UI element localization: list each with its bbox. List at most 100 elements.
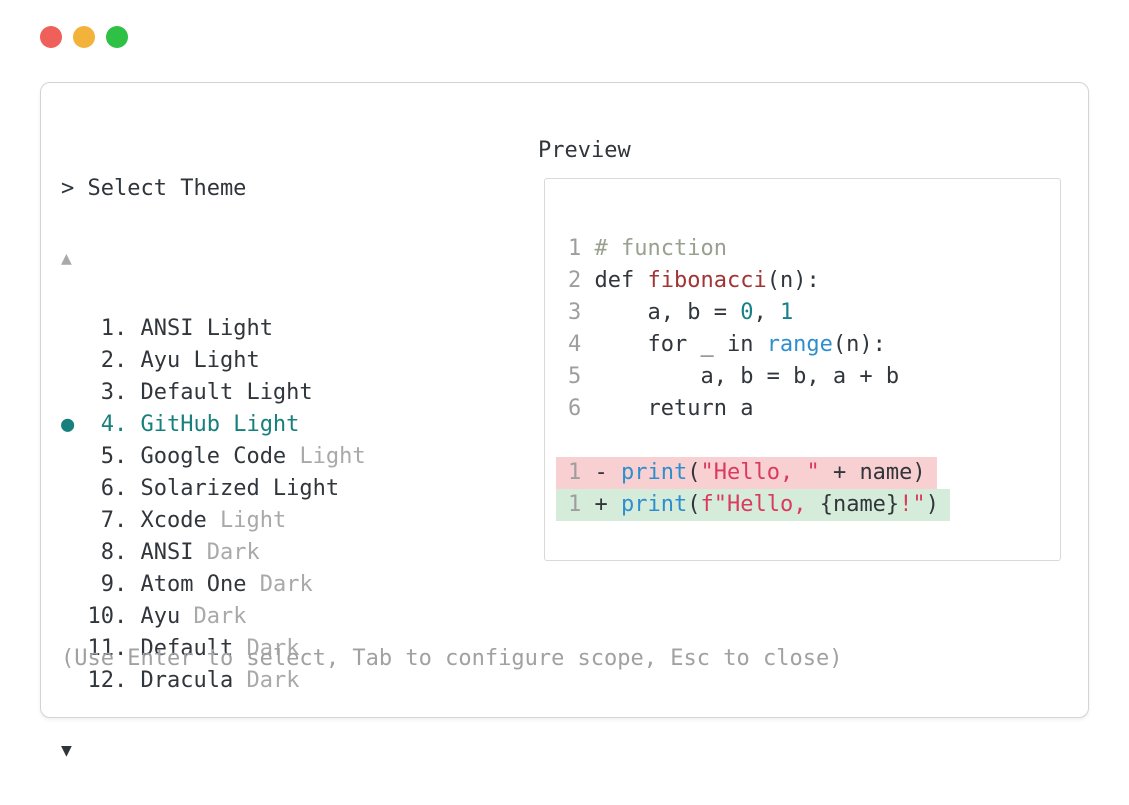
code-token: fibonacci — [647, 268, 767, 293]
code-token: (n): — [832, 332, 886, 357]
code-token: 1 — [568, 492, 595, 517]
theme-item-label: ANSI Light — [140, 316, 273, 341]
theme-list-item[interactable]: 11. Default Dark — [61, 633, 366, 665]
theme-list-item[interactable]: 2. Ayu Light — [61, 345, 366, 377]
code-line: 3 a, b = 0, 1 — [568, 297, 950, 329]
code-line: 4 for _ in range(n): — [568, 329, 950, 361]
keyboard-hint: (Use Enter to select, Tab to configure s… — [61, 646, 843, 671]
theme-list-item[interactable]: 6. Solarized Light — [61, 473, 366, 505]
theme-item-label: Default Light — [140, 380, 313, 405]
selected-bullet-icon: ● — [61, 412, 75, 437]
code-token: 6 — [568, 396, 595, 421]
scroll-down-icon[interactable]: ▼ — [61, 740, 72, 761]
code-token: 2 — [568, 268, 595, 293]
theme-item-number: 10. — [61, 604, 141, 629]
theme-list: 1. ANSI Light 2. Ayu Light 3. Default Li… — [61, 313, 366, 697]
code-line: 2 def fibonacci(n): — [568, 265, 950, 297]
theme-item-label: Dracula — [140, 668, 247, 693]
code-token: ( — [687, 492, 701, 517]
code-token: - — [594, 460, 621, 485]
theme-item-label: Light — [219, 508, 287, 533]
code-token: 4 — [568, 332, 595, 357]
theme-item-number: 6. — [61, 476, 141, 501]
theme-item-label: Xcode — [140, 508, 220, 533]
theme-item-label: Ayu Light — [140, 348, 260, 373]
code-token: !" — [899, 492, 926, 517]
theme-item-label: ANSI — [140, 540, 207, 565]
theme-list-item[interactable]: ● 4. GitHub Light — [61, 409, 366, 441]
code-line: 5 a, b = b, a + b — [568, 361, 950, 393]
theme-list-item[interactable]: 1. ANSI Light — [61, 313, 366, 345]
diff-highlight: 1 + print(f"Hello, {name}!") — [556, 489, 950, 521]
theme-item-label: GitHub Light — [140, 412, 300, 437]
code-token: 0 — [740, 300, 754, 325]
theme-item-number: 5. — [61, 444, 141, 469]
theme-list-item[interactable]: 9. Atom One Dark — [61, 569, 366, 601]
code-token: 5 — [568, 364, 595, 389]
theme-item-label: Dark — [246, 668, 300, 693]
code-token: 3 — [568, 300, 595, 325]
code-token: def — [594, 268, 648, 293]
code-token: + — [594, 492, 621, 517]
scroll-up-icon[interactable]: ▲ — [61, 248, 72, 269]
code-token: 1 — [779, 300, 794, 325]
diff-line-added: 1 + print(f"Hello, {name}!") — [556, 489, 950, 521]
select-theme-title: > Select Theme — [61, 176, 247, 201]
theme-list-item[interactable]: 10. Ayu Dark — [61, 601, 366, 633]
theme-item-label: Light — [299, 444, 366, 469]
close-button[interactable] — [40, 26, 62, 48]
theme-item-label: Google Code — [140, 444, 300, 469]
theme-item-number: 4. — [74, 412, 141, 437]
theme-item-label: Dark — [259, 572, 313, 597]
theme-picker-window: > Select Theme ▲ 1. ANSI Light 2. Ayu Li… — [40, 82, 1089, 761]
code-token: 1 — [568, 460, 595, 485]
theme-item-label: Dark — [193, 604, 247, 629]
theme-item-label: Ayu — [140, 604, 194, 629]
theme-item-number: 1. — [61, 316, 141, 341]
theme-item-number: 7. — [61, 508, 141, 533]
code-token: 1 — [568, 236, 595, 261]
theme-item-label: Atom One — [140, 572, 260, 597]
minimize-button[interactable] — [73, 26, 95, 48]
theme-item-label: Dark — [246, 636, 300, 661]
code-token: + name) — [819, 460, 926, 485]
code-token: f"Hello, — [700, 492, 820, 517]
theme-item-label: Solarized Light — [140, 476, 340, 501]
diff-highlight: 1 - print("Hello, " + name) — [556, 457, 937, 489]
theme-item-number: 3. — [61, 380, 141, 405]
preview-title: Preview — [538, 138, 631, 163]
theme-item-number: 2. — [61, 348, 141, 373]
theme-item-label: Dark — [206, 540, 260, 565]
code-token: a, b = b, a + b — [594, 364, 900, 389]
code-line — [568, 425, 950, 457]
code-token: ( — [687, 460, 701, 485]
theme-list-item[interactable]: 8. ANSI Dark — [61, 537, 366, 569]
code-token: , — [753, 300, 780, 325]
code-token: a, b = — [594, 300, 741, 325]
code-token: ) — [925, 492, 939, 517]
diff-line-removed: 1 - print("Hello, " + name) — [556, 457, 950, 489]
code-line: 6 return a — [568, 393, 950, 425]
theme-item-number: 9. — [61, 572, 141, 597]
code-line: 1 # function — [568, 233, 950, 265]
theme-picker-pane: > Select Theme ▲ 1. ANSI Light 2. Ayu Li… — [61, 135, 366, 805]
code-token: range — [766, 332, 833, 357]
code-token: "Hello, " — [700, 460, 820, 485]
theme-list-item[interactable]: 12. Dracula Dark — [61, 665, 366, 697]
code-token: (n): — [766, 268, 820, 293]
theme-list-item[interactable]: 5. Google Code Light — [61, 441, 366, 473]
theme-item-number: 11. — [61, 636, 141, 661]
window-controls — [40, 26, 128, 48]
code-token: # function — [594, 236, 727, 261]
code-token: {name} — [819, 492, 900, 517]
zoom-button[interactable] — [106, 26, 128, 48]
code-token: return a — [594, 396, 754, 421]
theme-item-number: 8. — [61, 540, 141, 565]
theme-list-item[interactable]: 3. Default Light — [61, 377, 366, 409]
code-token: print — [621, 492, 688, 517]
code-token: print — [621, 460, 688, 485]
code-token: for _ in — [594, 332, 767, 357]
theme-list-item[interactable]: 7. Xcode Light — [61, 505, 366, 537]
